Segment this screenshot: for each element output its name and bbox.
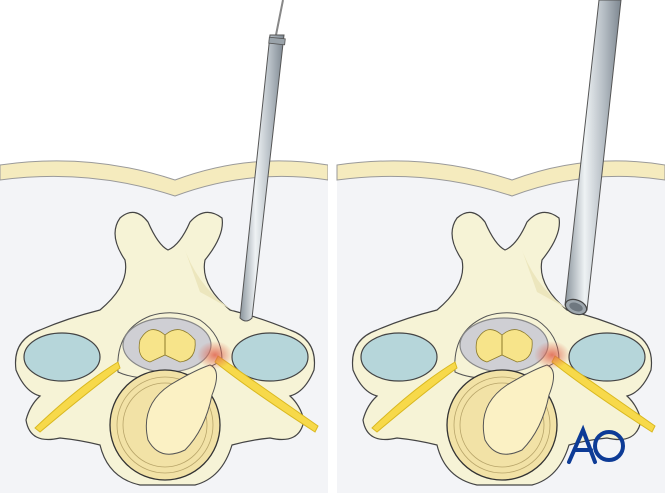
panel-divider bbox=[328, 0, 337, 493]
thin-probe bbox=[239, 0, 286, 322]
working-tube bbox=[564, 0, 622, 316]
ao-logo bbox=[567, 424, 625, 464]
left-panel bbox=[0, 0, 329, 493]
right-panel bbox=[336, 0, 665, 493]
